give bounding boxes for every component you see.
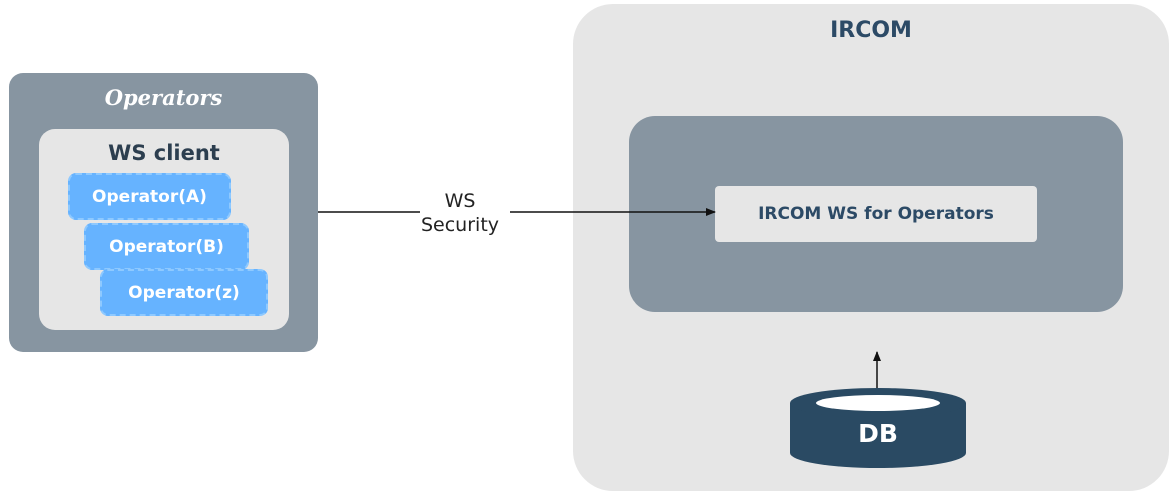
ircom-title: IRCOM [830, 18, 912, 43]
operator-a-chip: Operator(A) [68, 173, 231, 220]
operators-panel: Operators WS client Operator(A) Operator… [9, 73, 318, 352]
ws-security-label-line1: WS [444, 190, 476, 212]
operators-title: Operators [104, 85, 223, 110]
ws-security-label-line2: Security [420, 214, 500, 236]
ws-security-label: WS Security [405, 189, 515, 237]
operator-z-chip: Operator(z) [100, 269, 268, 316]
ws-client-box: WS client Operator(A) Operator(B) Operat… [39, 129, 289, 330]
database-label: DB [858, 419, 898, 448]
operator-b-chip: Operator(B) [84, 223, 249, 270]
ws-client-title: WS client [108, 141, 220, 165]
ircom-ws-service-box: IRCOM WS for Operators [715, 186, 1037, 242]
ircom-service-container: IRCOM WS for Operators [629, 116, 1123, 312]
database-icon [790, 388, 966, 468]
